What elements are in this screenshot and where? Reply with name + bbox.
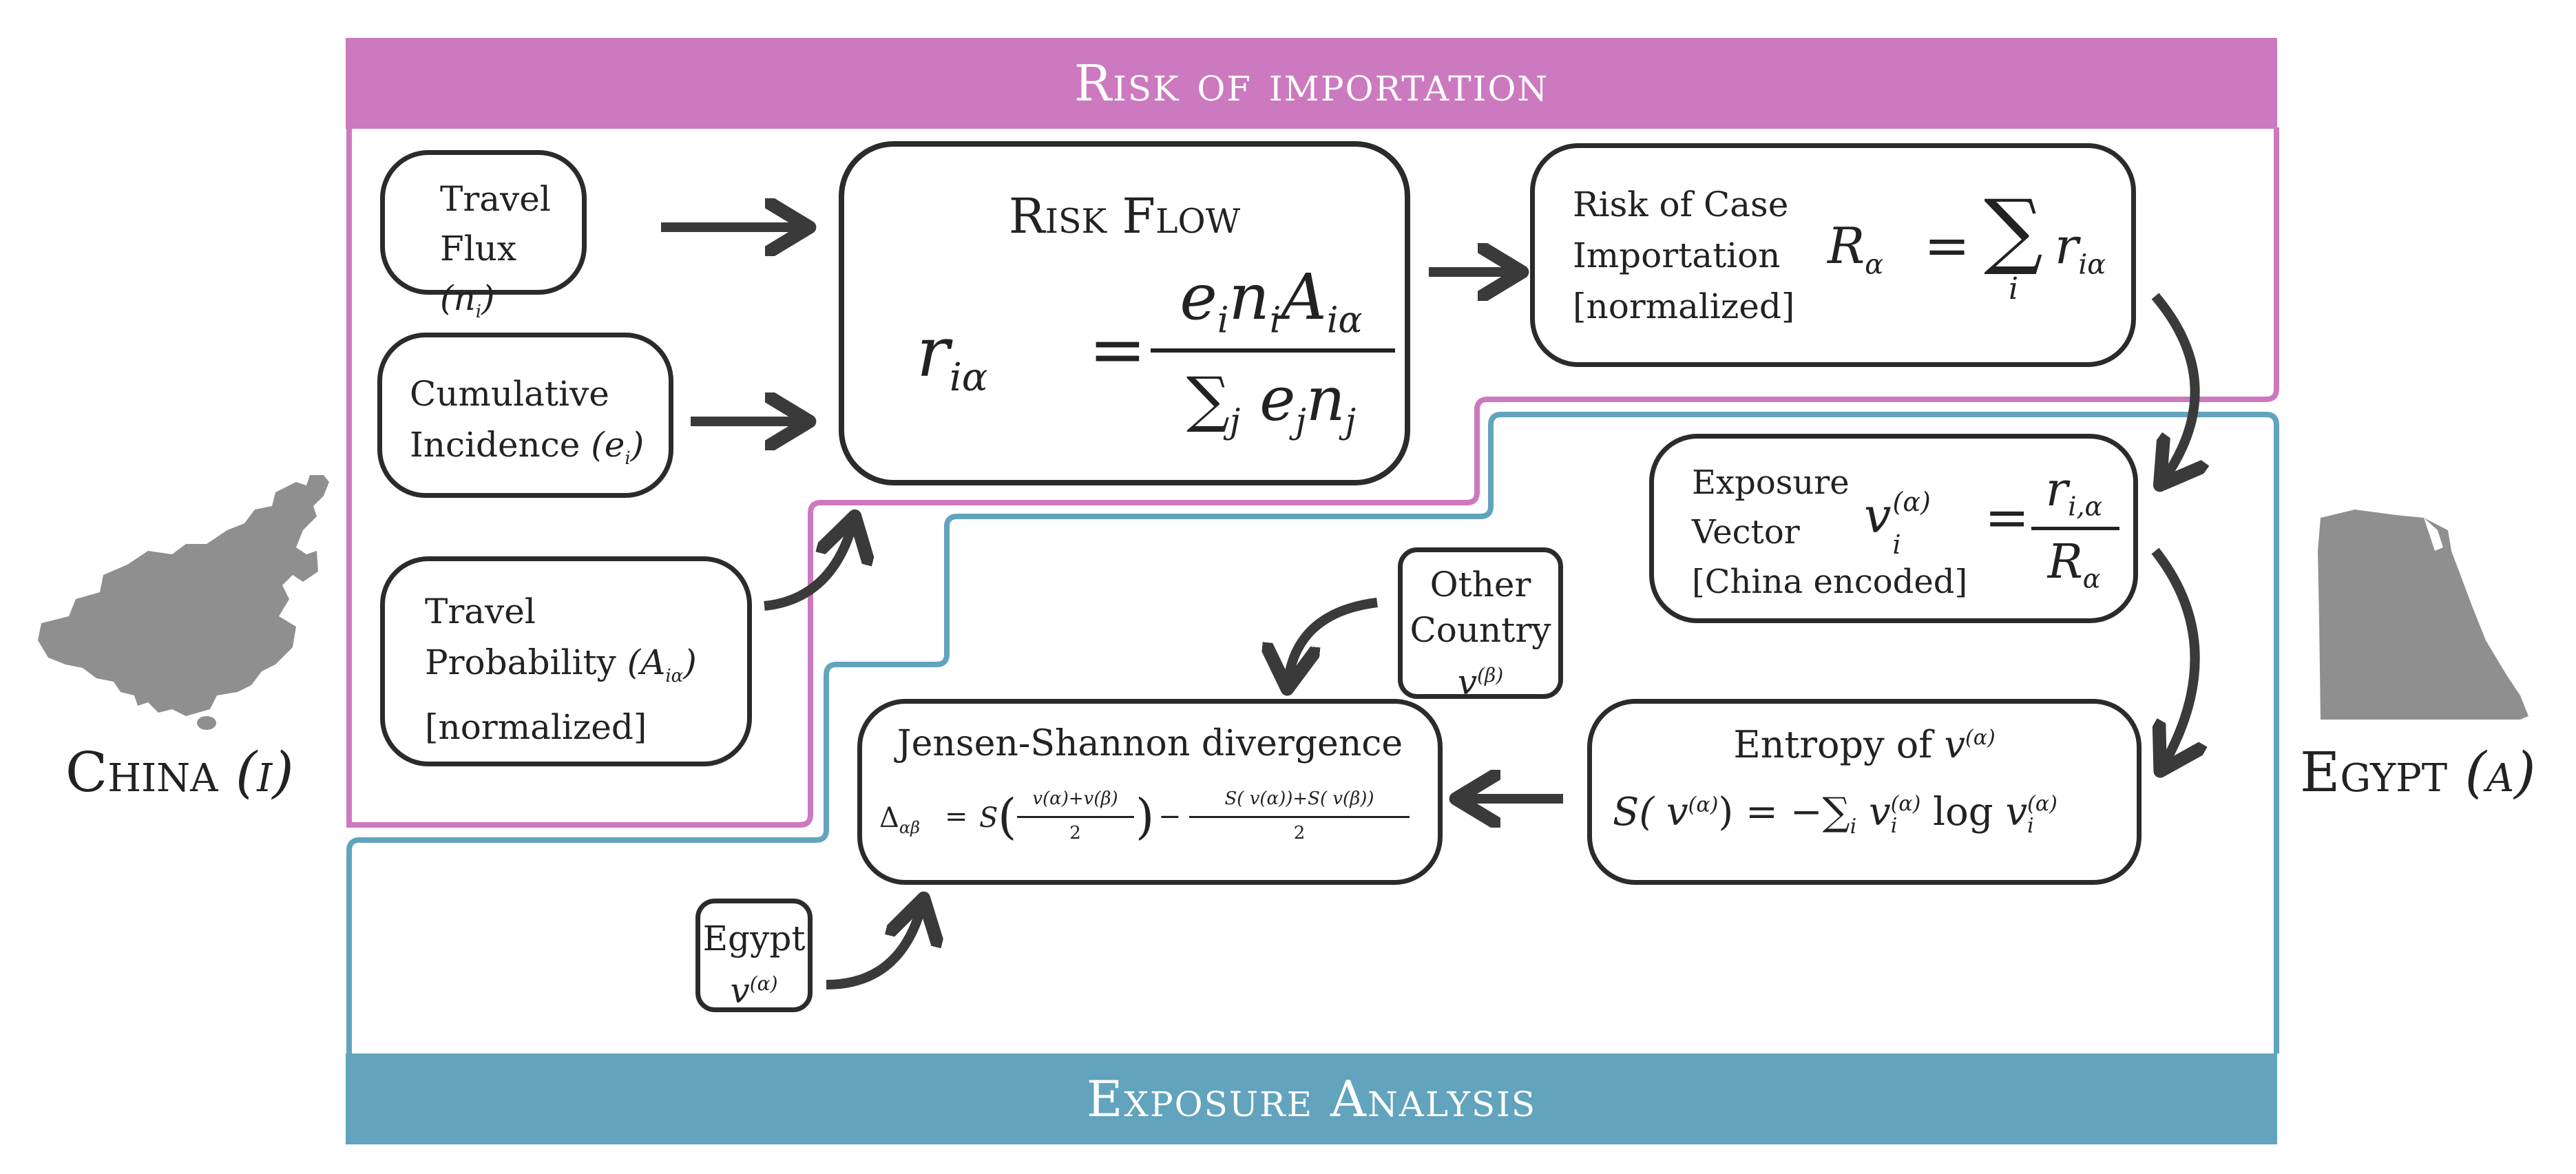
exposure-banner-title: Exposure Analysis [1086, 1070, 1537, 1128]
risk-flow-title: Risk Flow [1008, 188, 1241, 244]
egypt-name: Egypt [2300, 740, 2448, 804]
probability-line2: Probability [425, 642, 616, 682]
china-index: (i) [235, 740, 294, 804]
case-importation-line2: Importation [1573, 235, 1781, 275]
exposure-vector-line1: Exposure [1692, 463, 1850, 502]
risk-banner: Risk of importation [346, 38, 2277, 129]
risk-flow-denominator: ∑j ejnj [1186, 364, 1357, 441]
case-importation-line3: [normalized] [1573, 286, 1795, 326]
exposure-vector-line3: [China encoded] [1692, 563, 1968, 601]
arrow-other-to-js [1288, 598, 1378, 685]
entropy-formula: S( v(α)) = −∑i v(α)i log v(α)i [1613, 790, 2057, 839]
egypt-label: Egypt (α) [2300, 740, 2535, 804]
risk-banner-bg [346, 38, 2277, 129]
risk-banner-title: Risk of importation [1074, 54, 1549, 112]
case-importation-rhs: riα [2055, 217, 2106, 281]
risk-flow-node: Risk Flow riα = einiAiα ∑j ejnj [839, 141, 1410, 485]
exposure-vector-equals: = [1985, 487, 2030, 549]
incidence-line1: Cumulative [410, 374, 609, 414]
exposure-vector-line2: Vector [1692, 513, 1800, 552]
arrow-exposure-to-entropy [2151, 547, 2195, 768]
egypt-map [2318, 510, 2528, 720]
probability-var: (Aiα) [627, 642, 697, 686]
travel-flux-var: (ni) [440, 278, 495, 322]
case-importation-sum: ∑ i [1984, 182, 2043, 306]
egypt-vector-var: v(α) [730, 970, 778, 1011]
incidence-line2: Incidence [410, 425, 580, 465]
risk-flow-fraction-bar [1151, 348, 1395, 353]
exposure-region-outline [346, 412, 2279, 1054]
exposure-vector-denominator: Rα [2047, 535, 2101, 594]
china-map [38, 475, 329, 716]
case-importation-equals: = [1924, 213, 1971, 277]
china-name: China [65, 740, 218, 804]
sinai-gap [2424, 518, 2443, 551]
arrow-egypt-to-js [826, 902, 923, 989]
egypt-vector-line1: Egypt [702, 919, 806, 958]
probability-line1: Travel [425, 591, 536, 631]
case-importation-lhs: Rα [1828, 217, 1884, 281]
exposure-vector-fraction-bar [2031, 527, 2119, 530]
arrow-probability-to-riskflow [764, 520, 854, 611]
other-country-node: Other Country v(β) [1398, 547, 1563, 702]
incidence-var: (ei) [591, 425, 645, 469]
travel-flux-line2: Flux [440, 229, 517, 269]
exposure-vector-numerator: ri,α [2045, 463, 2103, 522]
travel-flux-node: Travel Flux (ni) [380, 150, 587, 322]
incidence-node: Cumulative Incidence (ei) [377, 333, 673, 498]
js-divergence-node: Jensen-Shannon divergence Δαβ = S ( v(α)… [857, 699, 1443, 885]
probability-node: Travel Probability (Aiα) [normalized] [380, 556, 752, 766]
risk-region-outline [346, 127, 2279, 828]
other-country-var: v(β) [1457, 662, 1504, 702]
china-label: China (i) [65, 740, 294, 804]
js-divergence-title: Jensen-Shannon divergence [897, 723, 1403, 764]
travel-flux-line1: Travel [440, 179, 551, 219]
exposure-banner: Exposure Analysis [346, 1054, 2277, 1144]
case-importation-line1: Risk of Case [1573, 185, 1789, 224]
hainan-island [197, 716, 216, 730]
entropy-node: Entropy of v(α) S( v(α)) = −∑i v(α)i log… [1587, 699, 2142, 885]
exposure-vector-node: Exposure Vector [China encoded] v(α)i = … [1649, 434, 2138, 623]
arrow-importation-to-exposure [2151, 293, 2195, 482]
case-importation-node: Risk of Case Importation [normalized] Rα… [1530, 143, 2136, 367]
risk-flow-equals: = [1089, 309, 1146, 390]
other-country-line1: Other [1430, 565, 1531, 605]
risk-flow-numerator: einiAiα [1180, 260, 1363, 342]
egypt-vector-node: Egypt v(α) [695, 899, 813, 1012]
exposure-vector-lhs: v(α)i [1864, 487, 1931, 560]
probability-line3: [normalized] [425, 707, 647, 747]
exposure-banner-bg [346, 1054, 2277, 1144]
risk-flow-lhs: riα [917, 312, 988, 400]
entropy-title: Entropy of v(α) [1733, 723, 1996, 766]
egypt-index: (α) [2464, 740, 2536, 804]
other-country-line2: Country [1410, 610, 1551, 650]
